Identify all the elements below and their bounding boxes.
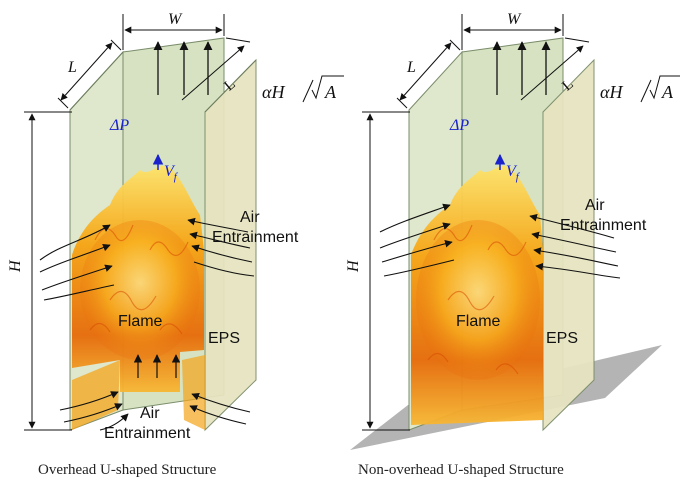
flame-label: Flame [456, 313, 501, 330]
length-label: L [67, 59, 77, 76]
eps-label: EPS [208, 330, 240, 347]
width-label: W [168, 11, 183, 28]
height-dimension [24, 112, 72, 430]
length-label: L [406, 59, 416, 76]
air-label-bottom: Air [140, 405, 160, 422]
flame-label: Flame [118, 313, 163, 330]
pressure-label: ΔP [449, 117, 469, 134]
air-label-top: Air [240, 209, 260, 226]
svg-text:αH: αH [600, 82, 623, 102]
svg-text:A: A [324, 82, 337, 102]
overhead-structure: W L L αH A H ΔP [7, 11, 344, 442]
height-dimension [362, 112, 410, 430]
svg-text:αH: αH [262, 82, 285, 102]
entrainment-label-bottom: Entrainment [104, 425, 191, 442]
width-label: W [507, 11, 522, 28]
entrainment-label-top: Entrainment [212, 229, 299, 246]
opening-factor: αH A [600, 76, 680, 102]
caption-overhead: Overhead U-shaped Structure [38, 462, 216, 479]
right-side-wall [543, 60, 594, 430]
caption-non-overhead: Non-overhead U-shaped Structure [358, 462, 564, 479]
entrainment-label-top: Entrainment [560, 217, 647, 234]
non-overhead-structure: W L L αH A H ΔP Vf [345, 11, 680, 450]
height-label: H [7, 259, 24, 273]
pressure-label: ΔP [109, 117, 129, 134]
air-label-top: Air [585, 197, 605, 214]
svg-text:A: A [661, 82, 674, 102]
opening-factor: αH A [262, 76, 344, 102]
eps-label: EPS [546, 330, 578, 347]
height-label: H [345, 259, 362, 273]
